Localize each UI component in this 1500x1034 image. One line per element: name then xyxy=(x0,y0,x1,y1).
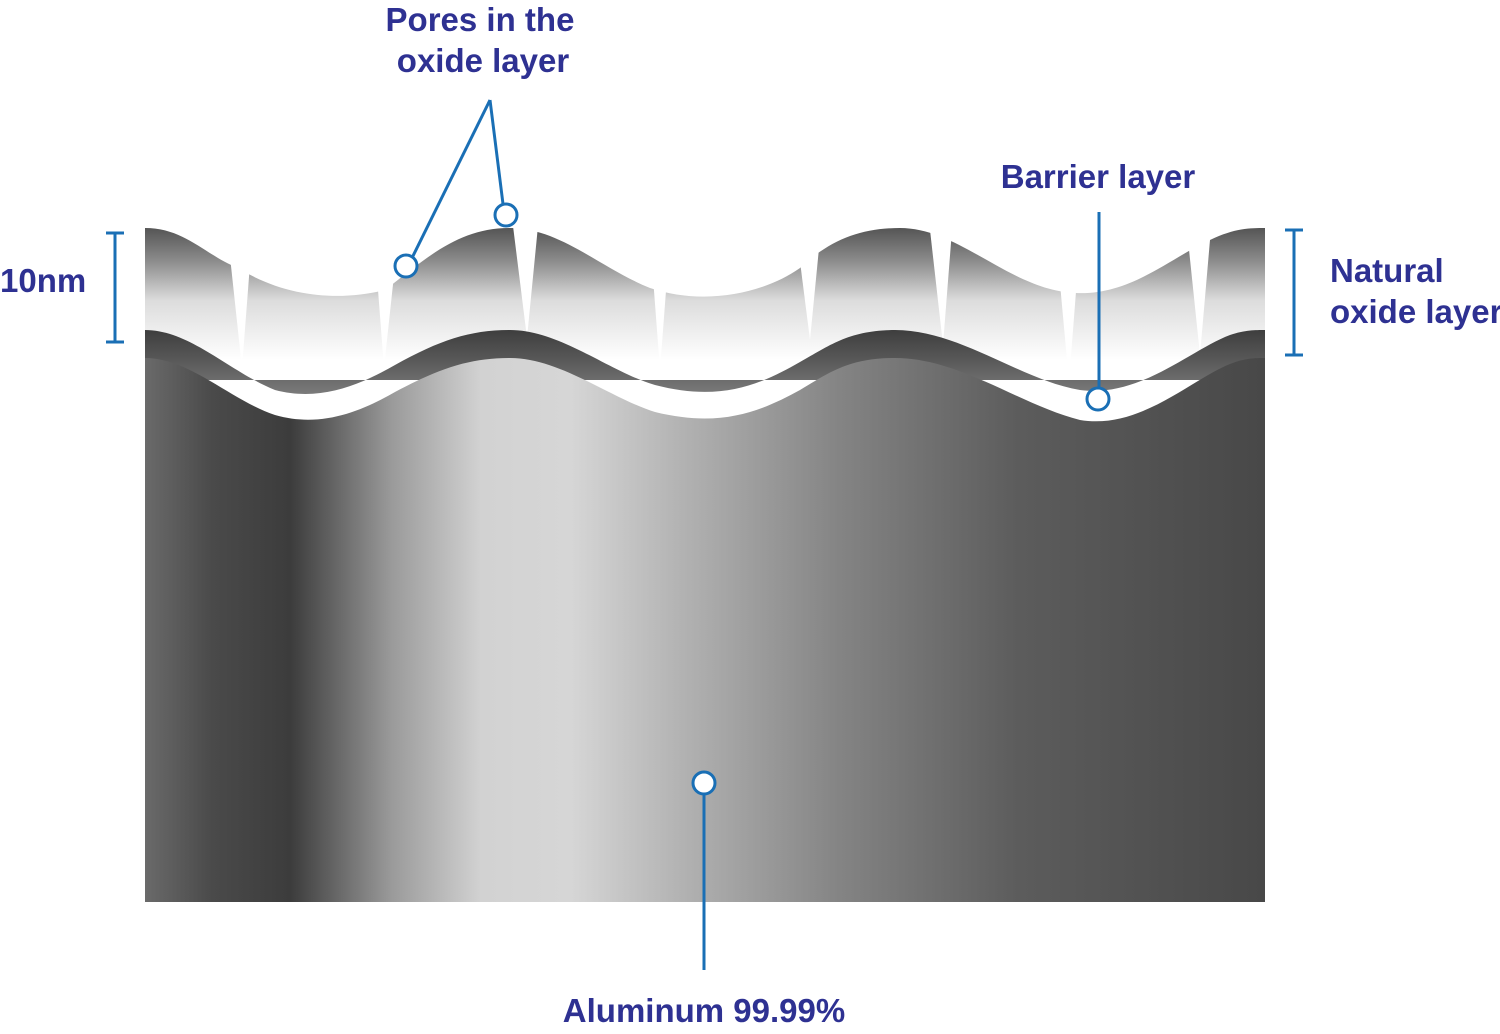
pore xyxy=(374,238,398,368)
pore xyxy=(1056,240,1080,382)
pores-label-line1: Pores in the xyxy=(386,1,575,38)
barrier-layer-label: Barrier layer xyxy=(1001,158,1196,195)
natural-oxide-layer xyxy=(145,228,1265,360)
pore xyxy=(650,238,670,370)
pore xyxy=(513,226,538,338)
aluminum-substrate xyxy=(145,358,1265,902)
pores-leader-line xyxy=(410,99,492,259)
oxide-pores xyxy=(228,226,1210,382)
pores-marker xyxy=(393,253,419,279)
pore xyxy=(228,238,252,368)
natural-oxide-bracket xyxy=(1285,228,1303,357)
natural-oxide-label-line2: oxide layer xyxy=(1330,293,1500,330)
natural-oxide-label-line1: Natural xyxy=(1330,252,1444,289)
pore xyxy=(930,230,952,345)
aluminum-label: Aluminum 99.99% xyxy=(563,992,845,1029)
pores-marker xyxy=(493,202,519,228)
pores-label-line2: oxide layer xyxy=(397,42,570,79)
pore xyxy=(797,238,820,340)
thickness-label: 10nm xyxy=(0,262,86,299)
pore xyxy=(1188,240,1210,355)
aluminum-marker xyxy=(691,770,717,796)
pores-leader-line xyxy=(488,99,505,205)
barrier-marker xyxy=(1085,386,1111,412)
thickness-bracket xyxy=(106,231,124,344)
